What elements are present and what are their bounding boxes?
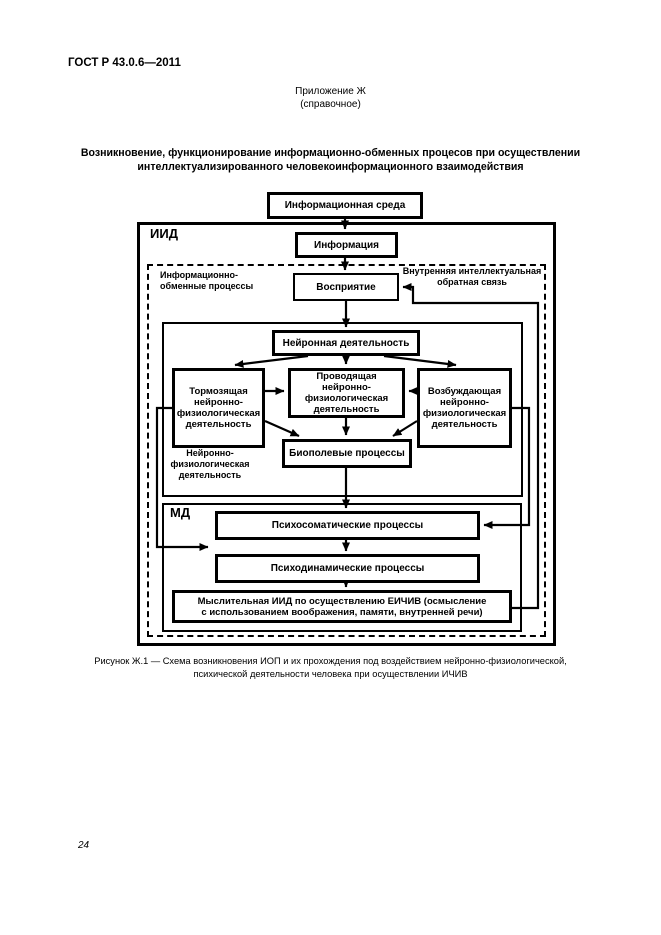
label-internal-intellectual-feedback: Внутренняя интеллектуальная обратная свя… (402, 266, 542, 287)
figure-caption-line-2: психической деятельности человека при ос… (193, 669, 468, 679)
box-information: Информация (295, 232, 398, 258)
box-psychodynamic-processes: Психодинамические процессы (215, 554, 480, 583)
figure-caption-line-1: Рисунок Ж.1 — Схема возникновения ИОП и … (94, 656, 567, 666)
label-iid: ИИД (150, 226, 178, 241)
label-neurophysiological-activity: Нейронно- физиологическая деятельность (170, 448, 250, 480)
box-exciting-activity: Возбуждающая нейронно- физиологическая д… (417, 368, 512, 448)
box-mental-iid: Мыслительная ИИД по осуществлению ЕИЧИВ … (172, 590, 512, 623)
box-perception: Восприятие (293, 273, 399, 301)
box-conducting-activity: Проводящая нейронно- физиологическая дея… (288, 368, 405, 418)
box-information-environment: Информационная среда (267, 192, 423, 219)
page-number: 24 (78, 840, 90, 851)
label-info-exchange-processes: Информационно- обменные процессы (160, 270, 254, 291)
document-title-line-1: Возникновение, функционирование информац… (80, 147, 581, 159)
box-biofield-processes: Биополевые процессы (282, 439, 412, 468)
box-neural-activity: Нейронная деятельность (272, 330, 420, 356)
annex-title: Приложение Ж (295, 86, 366, 97)
standard-number: ГОСТ Р 43.0.6—2011 (68, 57, 181, 69)
document-title-line-2: интеллектуализированного человекоинформа… (137, 161, 524, 173)
box-psychosomatic-processes: Психосоматические процессы (215, 511, 480, 540)
box-inhibiting-activity: Тормозящая нейронно- физиологическая дея… (172, 368, 265, 448)
annex-subtitle: (справочное) (300, 99, 361, 110)
label-md: МД (170, 505, 191, 520)
